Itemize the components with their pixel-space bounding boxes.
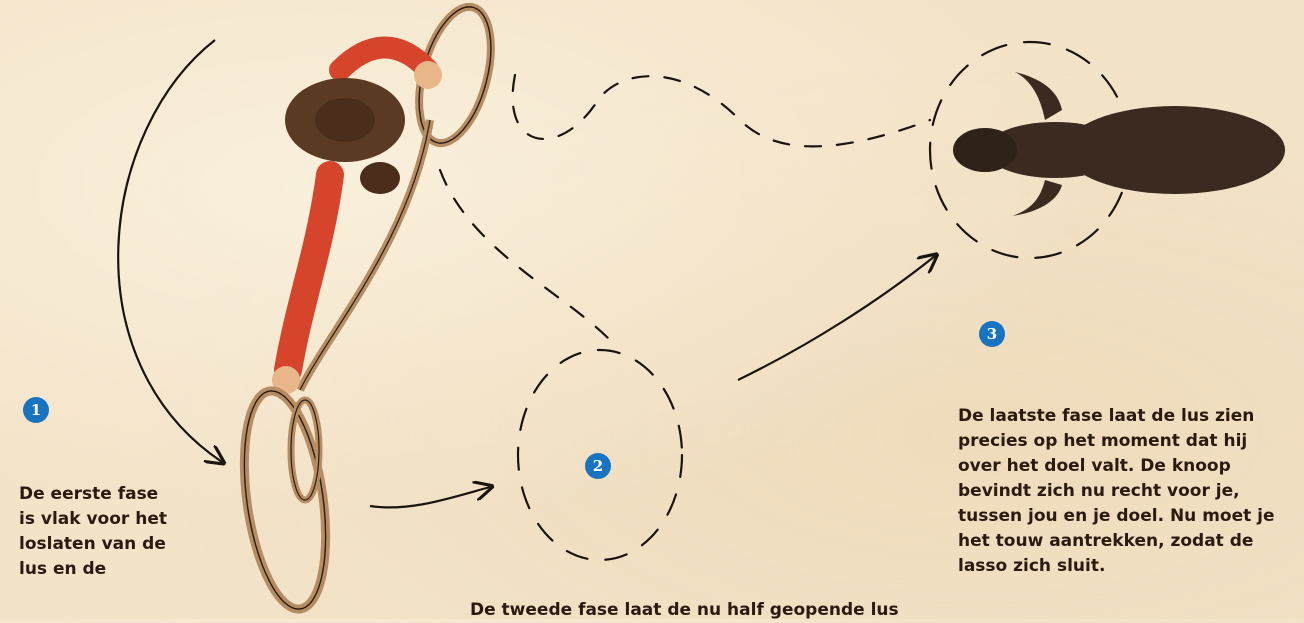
- cowboy-figure: [272, 0, 504, 394]
- step-1-caption: De eerste fase is vlak voor het loslaten…: [19, 482, 179, 582]
- step-2-badge: 2: [585, 453, 611, 479]
- step-2-caption: De tweede fase laat de nu half geopende …: [470, 598, 940, 623]
- swing-arrow-2: [370, 487, 490, 507]
- lasso-loop-phase-1: [232, 386, 338, 614]
- swing-arrow-3: [738, 256, 935, 380]
- step-1-badge: 1: [23, 397, 49, 423]
- step-3-badge: 3: [979, 321, 1005, 347]
- bull-target-icon: [953, 72, 1285, 216]
- loop-flight-path: [440, 75, 930, 340]
- step-3-caption: De laatste fase laat de lus zien precies…: [958, 404, 1278, 579]
- swing-arrow-1: [118, 40, 222, 462]
